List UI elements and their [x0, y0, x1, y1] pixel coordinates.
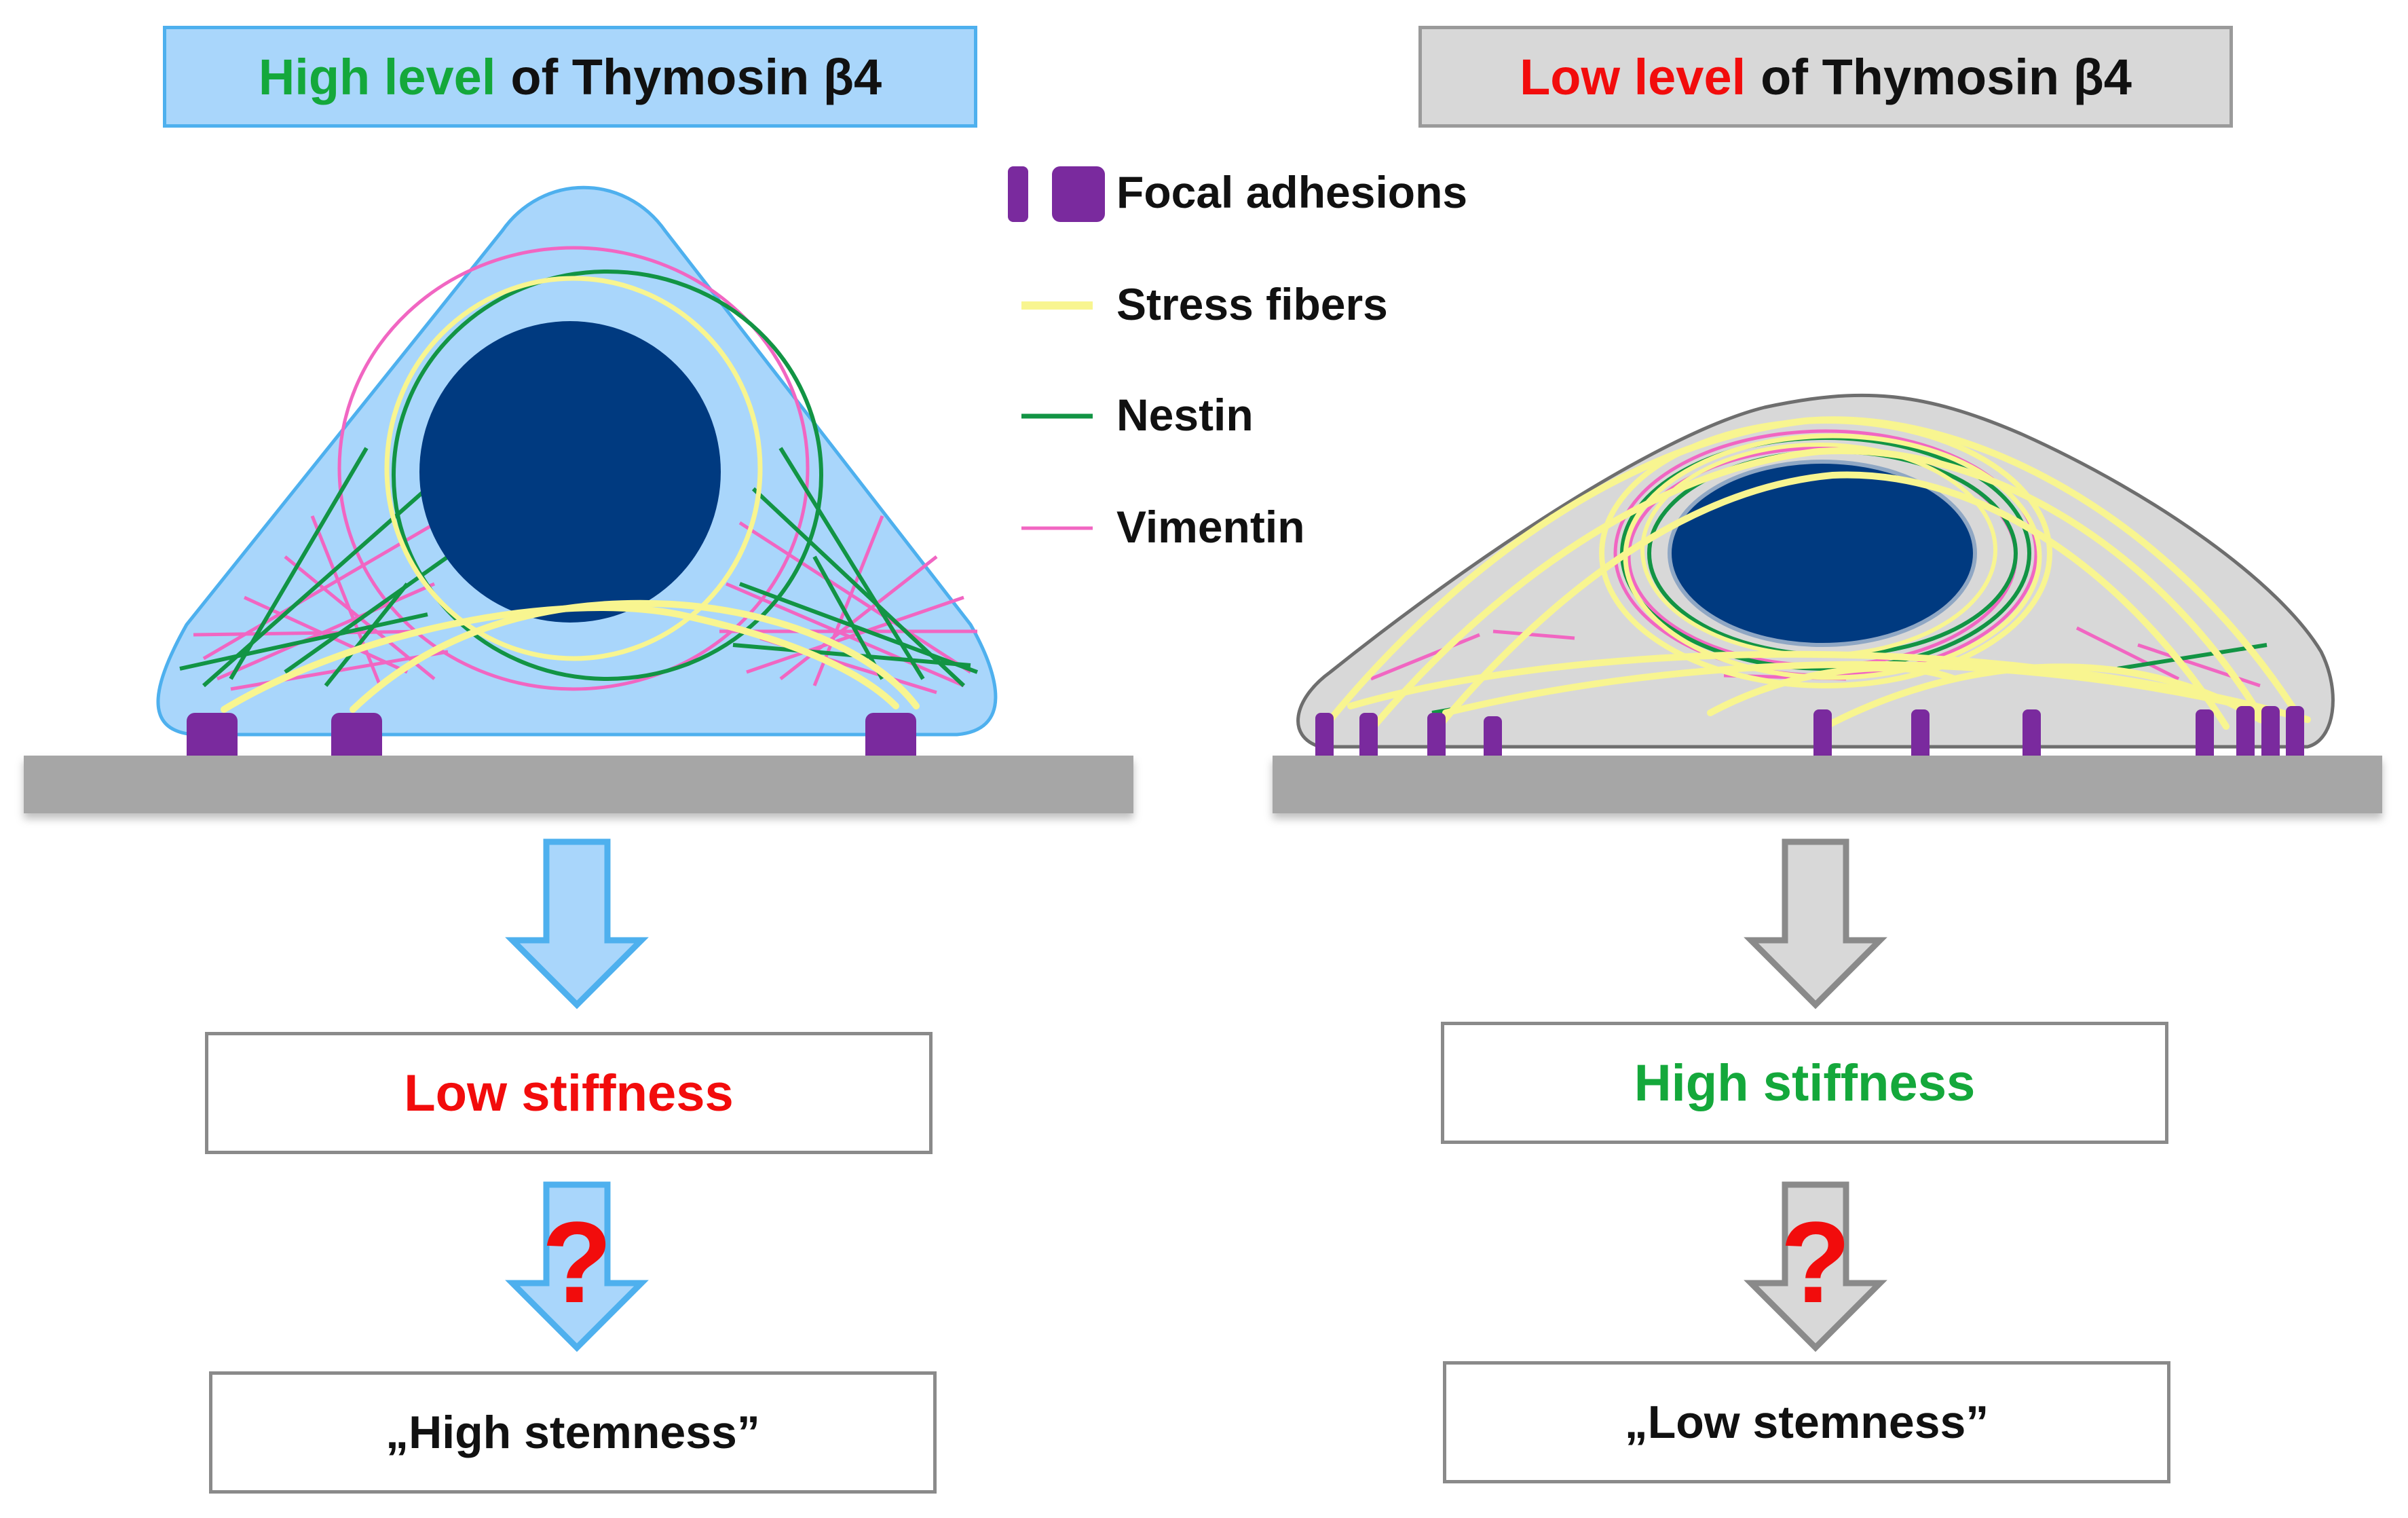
right-stemness-label: „Low stemness” — [1624, 1396, 1989, 1448]
right-arrows — [1744, 838, 1887, 1352]
left-arrows — [505, 838, 649, 1352]
left-title-rest: of Thymosin β4 — [510, 48, 882, 105]
legend-focal-adhesions-label: Focal adhesions — [1116, 167, 1468, 217]
right-title-box: Low level of Thymosin β4 — [1418, 26, 2233, 128]
right-arrow-down-2 — [1744, 1181, 1887, 1352]
right-focal-adhesion — [2023, 709, 2041, 767]
right-nucleus — [1668, 460, 1977, 647]
right-focal-adhesion — [1911, 709, 1930, 767]
legend-nestin-label: Nestin — [1116, 390, 1254, 440]
left-focal-adhesion — [187, 713, 238, 767]
right-focal-adhesion — [1359, 713, 1378, 767]
right-focal-adhesion — [2286, 706, 2304, 767]
right-question-mark: ? — [1780, 1198, 1851, 1327]
right-focal-adhesion — [2236, 706, 2255, 767]
left-arrow-down-2 — [505, 1181, 649, 1352]
right-focal-adhesion — [1813, 709, 1832, 767]
focal-adhesion-icon-small — [1008, 166, 1028, 222]
right-stress-fibers — [1327, 416, 2311, 733]
right-focal-adhesion — [2196, 709, 2214, 767]
left-substrate — [24, 756, 1133, 813]
left-focal-adhesion — [331, 713, 382, 767]
left-stemness-box: „High stemness” — [209, 1371, 937, 1494]
left-arrow-down-1 — [505, 838, 649, 1010]
right-focal-adhesions — [1315, 706, 2304, 767]
right-title-highlight: Low level — [1520, 48, 1746, 105]
legend-vimentin-label: Vimentin — [1116, 502, 1305, 552]
left-stemness-label: „High stemness” — [385, 1407, 760, 1458]
right-focal-adhesion — [1315, 713, 1334, 767]
left-focal-adhesions — [187, 713, 916, 767]
right-focal-adhesion — [1427, 713, 1446, 767]
right-focal-adhesion — [2261, 706, 2280, 767]
right-focal-adhesion — [1484, 716, 1502, 767]
right-substrate — [1273, 756, 2382, 813]
legend-icons — [1008, 166, 1105, 530]
left-stress-fibers — [221, 276, 920, 713]
focal-adhesion-icon-large — [1052, 166, 1105, 222]
left-question-mark: ? — [542, 1198, 612, 1327]
left-focal-adhesion — [865, 713, 916, 767]
left-cell-group — [24, 185, 1133, 813]
right-title-rest: of Thymosin β4 — [1761, 48, 2132, 105]
left-title-highlight: High level — [258, 48, 496, 105]
right-stiffness-box: High stiffness — [1441, 1022, 2168, 1144]
left-title-box: High level of Thymosin β4 — [163, 26, 977, 128]
left-nucleus — [419, 321, 721, 623]
right-arrow-down-1 — [1744, 838, 1887, 1010]
left-vimentin-fibers — [193, 246, 977, 695]
left-stiffness-box: Low stiffness — [205, 1032, 933, 1154]
right-cell-group — [1273, 393, 2382, 813]
left-stiffness-label: Low stiffness — [404, 1064, 734, 1122]
left-nestin-fibers — [179, 270, 979, 688]
right-stemness-box: „Low stemness” — [1443, 1361, 2170, 1483]
right-stiffness-label: High stiffness — [1634, 1054, 1976, 1112]
legend-stress-fibers-label: Stress fibers — [1116, 279, 1388, 329]
